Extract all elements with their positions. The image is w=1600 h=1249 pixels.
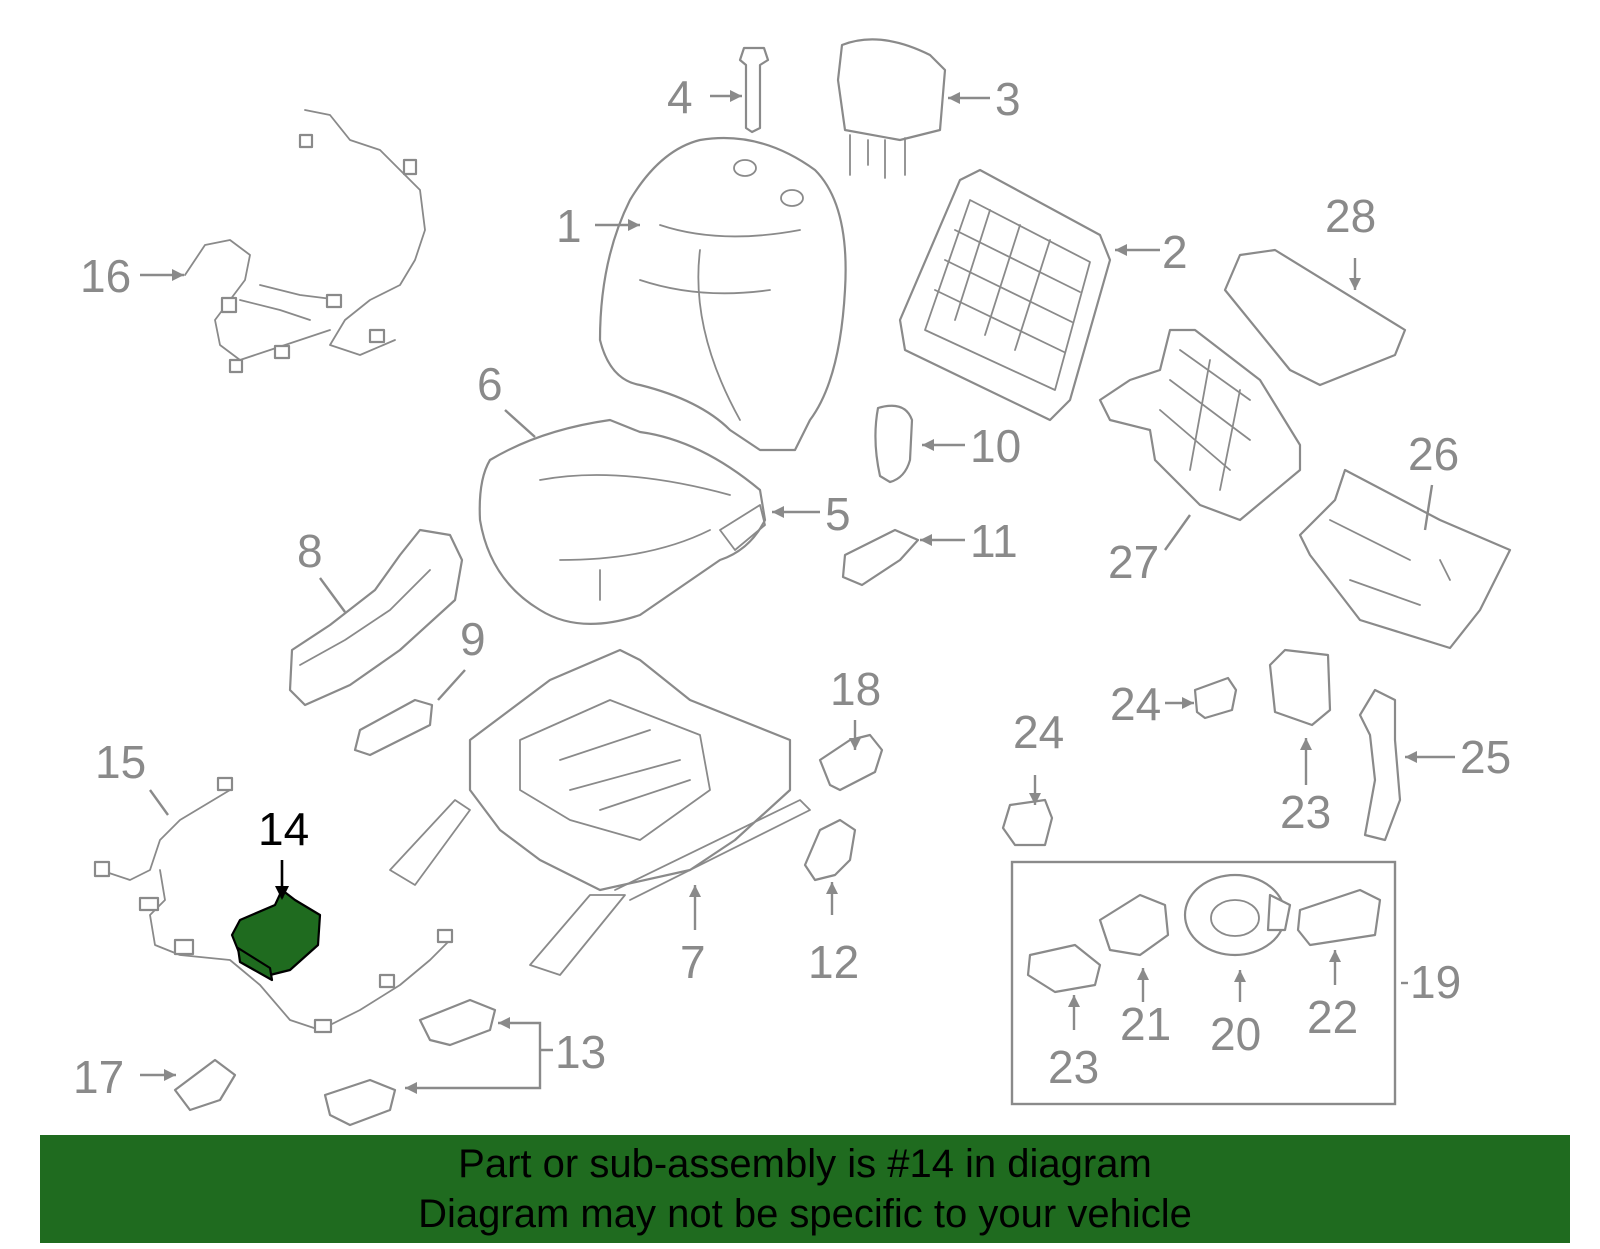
part-14-control-unit[interactable] xyxy=(230,888,322,982)
part-4-headrest-guide[interactable] xyxy=(738,46,770,134)
callout-18: 18 xyxy=(830,663,881,715)
callout-10: 10 xyxy=(970,420,1021,472)
callout-19: 19 xyxy=(1410,956,1461,1008)
footer-banner: Part or sub-assembly is #14 in diagram D… xyxy=(40,1135,1570,1243)
callout-23-upper: 23 xyxy=(1280,786,1331,838)
part-12-cover[interactable] xyxy=(803,818,857,882)
part-24-clip-lower[interactable] xyxy=(1001,798,1054,847)
part-23-duct-lower[interactable] xyxy=(1026,943,1102,994)
callout-25: 25 xyxy=(1460,731,1511,783)
arrowhead-14 xyxy=(275,886,289,900)
callout-27: 27 xyxy=(1108,536,1159,588)
group-19-box xyxy=(1010,860,1397,1106)
part-2-seatback-frame[interactable] xyxy=(898,168,1112,422)
callout-8: 8 xyxy=(297,525,323,577)
part-21-duct[interactable] xyxy=(1098,893,1170,957)
callout-1: 1 xyxy=(556,200,582,252)
arrowheads xyxy=(164,90,1417,1094)
part-25-duct[interactable] xyxy=(1358,688,1402,842)
callout-4: 4 xyxy=(667,71,693,123)
callout-24-lower: 24 xyxy=(1013,706,1064,758)
callout-21: 21 xyxy=(1120,998,1171,1050)
callout-16: 16 xyxy=(80,250,131,302)
part-6-seat-cushion-cover[interactable] xyxy=(478,418,767,625)
part-5-cushion-pad[interactable] xyxy=(719,504,766,551)
callout-14: 14 xyxy=(258,803,309,855)
callout-7: 7 xyxy=(680,936,706,988)
part-9-switch[interactable] xyxy=(353,698,434,757)
part-18-bracket[interactable] xyxy=(818,733,884,792)
callout-17: 17 xyxy=(73,1051,124,1103)
part-15-wire-harness[interactable] xyxy=(93,776,454,1034)
callout-28: 28 xyxy=(1325,190,1376,242)
callouts: 1 2 3 4 5 6 7 8 9 10 11 12 13 14 15 16 1… xyxy=(73,71,1511,1103)
callout-13: 13 xyxy=(555,1026,606,1078)
part-11-trim[interactable] xyxy=(841,528,920,587)
part-20-blower[interactable] xyxy=(1183,873,1292,957)
part-22-duct[interactable] xyxy=(1296,888,1382,947)
part-27-bracket[interactable] xyxy=(1098,328,1302,522)
callout-15: 15 xyxy=(95,736,146,788)
callout-24-upper: 24 xyxy=(1110,678,1161,730)
part-3-headrest[interactable] xyxy=(836,38,947,179)
part-17-clip[interactable] xyxy=(173,1058,237,1112)
part-7-seat-frame[interactable] xyxy=(389,648,811,976)
callout-22: 22 xyxy=(1307,991,1358,1043)
part-13-brackets[interactable] xyxy=(323,998,497,1127)
part-24-clip-upper[interactable] xyxy=(1193,676,1238,720)
part-26-cover[interactable] xyxy=(1298,468,1512,650)
part-16-wire-harness[interactable] xyxy=(184,109,426,374)
part-28-plate[interactable] xyxy=(1223,248,1407,387)
part-1-seatback-cover[interactable] xyxy=(598,136,847,452)
callout-6: 6 xyxy=(477,358,503,410)
callout-23-lower: 23 xyxy=(1048,1041,1099,1093)
part-23-duct-upper[interactable] xyxy=(1268,648,1332,727)
footer-line-1: Part or sub-assembly is #14 in diagram xyxy=(458,1142,1152,1186)
callout-3: 3 xyxy=(995,73,1021,125)
callout-20: 20 xyxy=(1210,1008,1261,1060)
footer-line-2: Diagram may not be specific to your vehi… xyxy=(418,1192,1192,1236)
callout-5: 5 xyxy=(825,488,851,540)
callout-12: 12 xyxy=(808,936,859,988)
callout-9: 9 xyxy=(460,613,486,665)
callout-2: 2 xyxy=(1162,226,1188,278)
part-10-trim[interactable] xyxy=(874,404,914,484)
callout-26: 26 xyxy=(1408,428,1459,480)
part-8-side-shield[interactable] xyxy=(288,528,464,707)
callout-11: 11 xyxy=(970,515,1018,567)
